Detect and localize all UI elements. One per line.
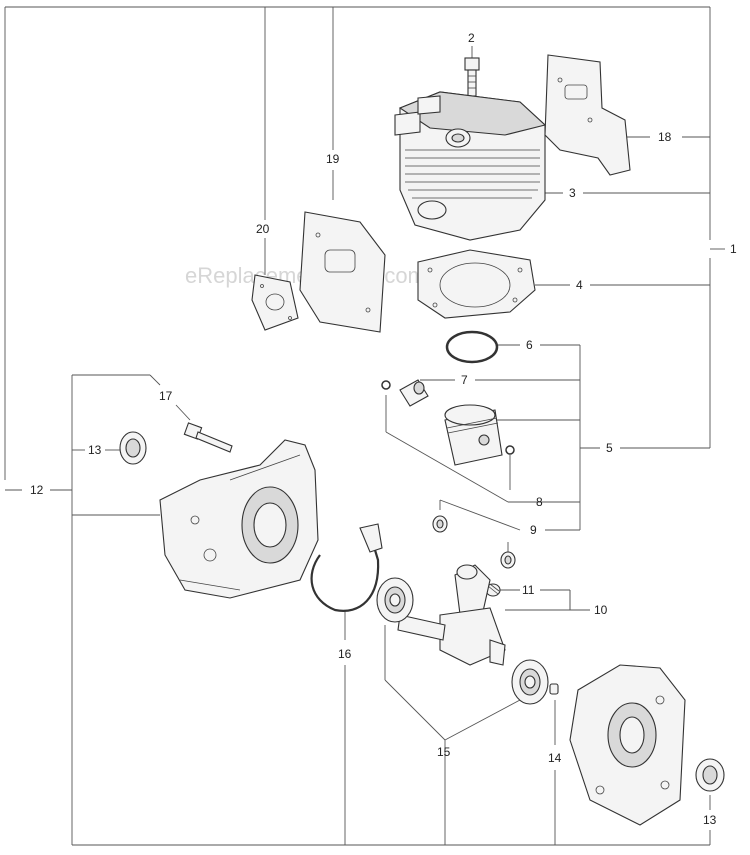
callout-7: 7 bbox=[461, 373, 468, 387]
retaining-clip bbox=[310, 523, 383, 612]
callout-2: 2 bbox=[468, 31, 475, 45]
callout-13-left: 13 bbox=[88, 443, 102, 457]
piston-pin bbox=[399, 379, 429, 407]
circlip-right bbox=[505, 445, 515, 455]
callout-15: 15 bbox=[437, 745, 451, 759]
piston bbox=[444, 404, 503, 466]
heat-shield bbox=[544, 54, 631, 176]
main-bearing-right bbox=[511, 659, 549, 705]
callout-9: 9 bbox=[530, 523, 537, 537]
callout-1: 1 bbox=[730, 242, 737, 256]
callout-16: 16 bbox=[338, 647, 352, 661]
callout-labels: 2 18 19 3 20 1 4 6 7 17 5 13 12 8 9 11 1… bbox=[30, 31, 737, 827]
callout-17: 17 bbox=[159, 389, 173, 403]
circlip-left bbox=[381, 380, 391, 390]
cylinder-gasket bbox=[417, 249, 536, 319]
callout-20: 20 bbox=[256, 222, 270, 236]
main-bearing-left bbox=[376, 577, 414, 623]
crankcase-right bbox=[569, 664, 686, 826]
washer-left bbox=[432, 515, 448, 533]
oil-seal-right bbox=[695, 758, 725, 792]
crankcase-left bbox=[159, 439, 319, 599]
cylinder bbox=[394, 91, 547, 241]
callout-3: 3 bbox=[569, 186, 576, 200]
callout-4: 4 bbox=[576, 278, 583, 292]
oil-seal-left bbox=[119, 431, 147, 465]
washer-right bbox=[500, 551, 516, 569]
small-gasket bbox=[251, 274, 299, 331]
callout-6: 6 bbox=[526, 338, 533, 352]
crankshaft bbox=[397, 564, 506, 666]
cylinder-bolt bbox=[464, 57, 480, 97]
dowel-pin bbox=[549, 683, 559, 695]
callout-8: 8 bbox=[536, 495, 543, 509]
callout-10: 10 bbox=[594, 603, 608, 617]
callout-12: 12 bbox=[30, 483, 44, 497]
intake-gasket bbox=[299, 211, 386, 333]
callout-14: 14 bbox=[548, 751, 562, 765]
callout-5: 5 bbox=[606, 441, 613, 455]
crankcase-bolt bbox=[183, 422, 233, 453]
callout-11: 11 bbox=[522, 583, 535, 597]
callout-19: 19 bbox=[326, 152, 340, 166]
callout-18: 18 bbox=[658, 130, 672, 144]
piston-ring bbox=[445, 330, 499, 364]
callout-13-right: 13 bbox=[703, 813, 717, 827]
